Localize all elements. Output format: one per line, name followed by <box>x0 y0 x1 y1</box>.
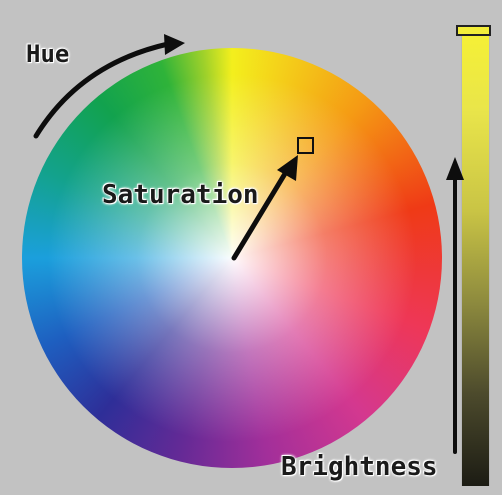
brightness-label: Brightness <box>281 452 438 482</box>
saturation-label: Saturation <box>102 180 259 210</box>
brightness-arrow-icon <box>446 157 464 452</box>
hue-label: Hue <box>26 40 69 68</box>
